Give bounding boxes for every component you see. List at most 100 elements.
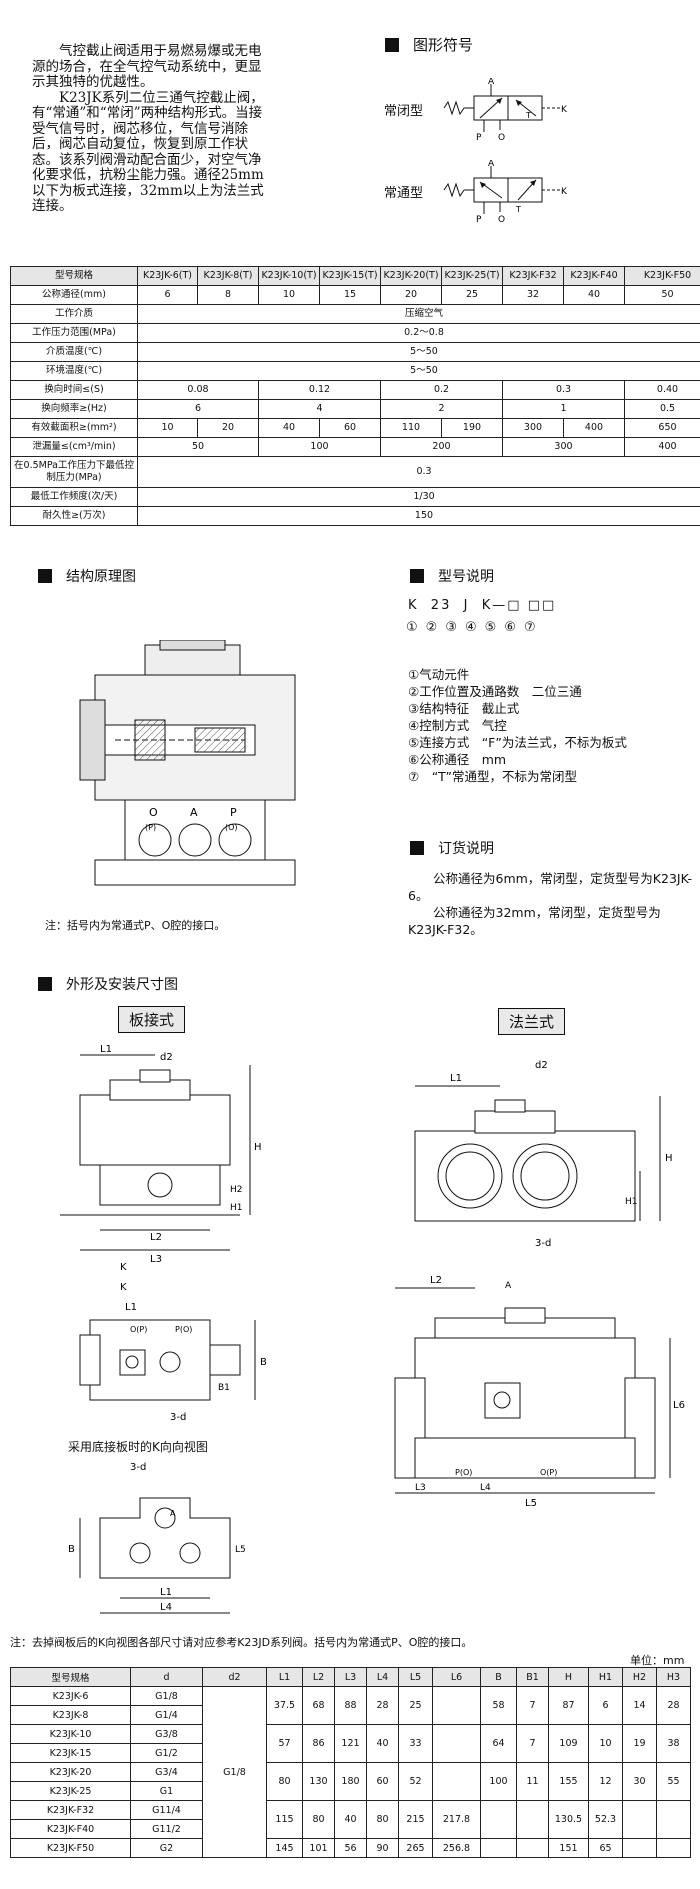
plate-bottom-view: 3-d A B L5 L1 L4 bbox=[68, 1462, 246, 1614]
3-d-label: 3-d bbox=[535, 1238, 551, 1249]
cell: 40 bbox=[563, 285, 625, 305]
cell: 130 bbox=[302, 1762, 335, 1801]
row-label: 介质温度(℃) bbox=[10, 342, 138, 362]
flange-top-view: L2 A L6 L3 P(O) O(P) L4 L5 bbox=[394, 1275, 685, 1508]
cell: 25 bbox=[398, 1686, 433, 1725]
cell: 2 bbox=[380, 399, 503, 419]
cell: G1/2 bbox=[130, 1743, 203, 1763]
cell bbox=[656, 1800, 691, 1839]
cell: 6 bbox=[588, 1686, 623, 1725]
table-row: K23JK-25 G1 bbox=[10, 1781, 691, 1801]
spec-header-cell: K23JK-F40 bbox=[563, 266, 625, 286]
cell: 5～50 bbox=[137, 342, 700, 362]
cell: 0.2 bbox=[380, 380, 503, 400]
dims-section-heading: 外形及安装尺寸图 bbox=[38, 974, 178, 994]
structure-title: 结构原理图 bbox=[66, 569, 136, 585]
cell: 109 bbox=[548, 1724, 589, 1763]
L3-label: L3 bbox=[150, 1254, 162, 1265]
cell bbox=[432, 1724, 481, 1763]
cell: 8 bbox=[197, 285, 259, 305]
model-cell: K23JK-10 bbox=[10, 1724, 131, 1744]
spec-row-bore: 公称通径(mm) 6 8 10 15 20 25 32 40 50 bbox=[10, 285, 700, 305]
spec-row-switch-time: 换向时间≤(S) 0.08 0.12 0.2 0.3 0.40 bbox=[10, 380, 700, 400]
cell: 12 bbox=[588, 1762, 623, 1801]
L1-label: L1 bbox=[125, 1302, 137, 1313]
O-P-port-label: O(P) bbox=[130, 1325, 147, 1334]
section-bullet-icon bbox=[410, 841, 424, 855]
table-row: K23JK-F50 G2 145 101 56 90 265 256.8 151… bbox=[10, 1838, 691, 1858]
cell: G2 bbox=[130, 1838, 203, 1858]
table-row: K23JK-20 G3/4 80 130 180 60 52 100 11 15… bbox=[10, 1762, 691, 1801]
cell: 37.5 bbox=[266, 1686, 303, 1725]
cell bbox=[480, 1838, 517, 1858]
circle-num: ⑥ bbox=[504, 620, 524, 635]
row-label: 环境温度(℃) bbox=[10, 361, 138, 381]
cell: 0.08 bbox=[137, 380, 259, 400]
cell: 0.12 bbox=[258, 380, 381, 400]
circle-num: ③ bbox=[445, 620, 465, 635]
model-cell: K23JK-F50 bbox=[10, 1838, 131, 1858]
dims-title: 外形及安装尺寸图 bbox=[66, 977, 178, 993]
flange-type-label: 法兰式 bbox=[498, 1008, 566, 1035]
closed-valve-symbol: A P O T K bbox=[443, 78, 568, 143]
order-paragraph-1: 公称通径为6mm，常闭型，定货型号为K23JK-6。 bbox=[408, 871, 692, 903]
port-K-label: K bbox=[561, 187, 568, 197]
unit-label: 单位：mm bbox=[630, 1654, 685, 1667]
flange-front-view: L1 d2 H H1 3-d bbox=[414, 1060, 673, 1249]
cell: 87 bbox=[548, 1686, 589, 1725]
dims-note: 注：去掉阀板后的K向视图各部尺寸请对应参考K23JD系列阀。括号内为常通式P、O… bbox=[10, 1636, 473, 1649]
port-P-alt-label: (P) bbox=[145, 823, 156, 832]
model-desc-item: ①气动元件 bbox=[408, 667, 470, 682]
cell: 6 bbox=[137, 285, 198, 305]
cell: 121 bbox=[334, 1724, 367, 1763]
spec-header-cell: K23JK-6(T) bbox=[137, 266, 198, 286]
spec-row-min-freq: 最低工作频度(次/天) 1/30 bbox=[10, 487, 700, 507]
model-code: K 23 J K—□ □□ bbox=[408, 598, 556, 613]
cell: G11/2 bbox=[130, 1819, 203, 1839]
spec-header-row: 型号规格 K23JK-6(T) K23JK-8(T) K23JK-10(T) K… bbox=[10, 266, 700, 286]
cell: 180 bbox=[334, 1762, 367, 1801]
spec-row-pressure: 工作压力范围(MPa) 0.2～0.8 bbox=[10, 323, 700, 343]
cell: 60 bbox=[366, 1762, 399, 1801]
cell: 28 bbox=[366, 1686, 399, 1725]
cell: 217.8 bbox=[432, 1800, 481, 1839]
dim-header-cell: H3 bbox=[656, 1667, 691, 1687]
cell: 28 bbox=[656, 1686, 691, 1725]
row-label: 在0.5MPa工作压力下最低控制压力(MPa) bbox=[10, 456, 138, 488]
model-desc-item: ②工作位置及通路数 二位三通 bbox=[408, 684, 582, 699]
cell bbox=[656, 1838, 691, 1858]
open-type-label: 常通型 bbox=[384, 186, 424, 201]
spec-header-cell: K23JK-F50 bbox=[624, 266, 700, 286]
cell: 0.3 bbox=[502, 380, 625, 400]
cell: 145 bbox=[266, 1838, 303, 1858]
cell: G3/8 bbox=[130, 1724, 203, 1744]
cell: 90 bbox=[366, 1838, 399, 1858]
row-label: 工作压力范围(MPa) bbox=[10, 323, 138, 343]
cell: 60 bbox=[319, 418, 381, 438]
closed-type-label: 常闭型 bbox=[384, 104, 424, 119]
cell: 400 bbox=[624, 437, 700, 457]
plate-top-view: K L1 O(P) P(O) B B1 3-d bbox=[79, 1282, 267, 1423]
L1-label: L1 bbox=[100, 1044, 112, 1055]
cell: G1 bbox=[130, 1781, 203, 1801]
row-label: 最低工作频度(次/天) bbox=[10, 487, 138, 507]
dim-header-cell: B1 bbox=[516, 1667, 549, 1687]
cell: 32 bbox=[502, 285, 564, 305]
bottom-view-label: 采用底接板时的K向向视图 bbox=[68, 1440, 208, 1454]
spec-row-ambient-temp: 环境温度(℃) 5～50 bbox=[10, 361, 700, 381]
cell: 19 bbox=[622, 1724, 657, 1763]
cell: 52.3 bbox=[588, 1800, 623, 1839]
port-O-label: O bbox=[498, 133, 505, 143]
spec-header-cell: K23JK-F32 bbox=[502, 266, 564, 286]
model-desc-item: ⑦ “T”常通型，不标为常闭型 bbox=[408, 769, 578, 784]
cell: 30 bbox=[622, 1762, 657, 1801]
cell: 40 bbox=[334, 1800, 367, 1839]
K-label: K bbox=[120, 1282, 127, 1293]
port-A-label: A bbox=[488, 160, 495, 169]
model-cell: K23JK-F40 bbox=[10, 1819, 131, 1839]
dim-header-cell: L1 bbox=[266, 1667, 303, 1687]
cell: 6 bbox=[137, 399, 259, 419]
spec-table: 型号规格 K23JK-6(T) K23JK-8(T) K23JK-10(T) K… bbox=[10, 266, 700, 526]
spec-header-cell: K23JK-20(T) bbox=[380, 266, 442, 286]
O-P-port-label: O(P) bbox=[540, 1468, 557, 1477]
